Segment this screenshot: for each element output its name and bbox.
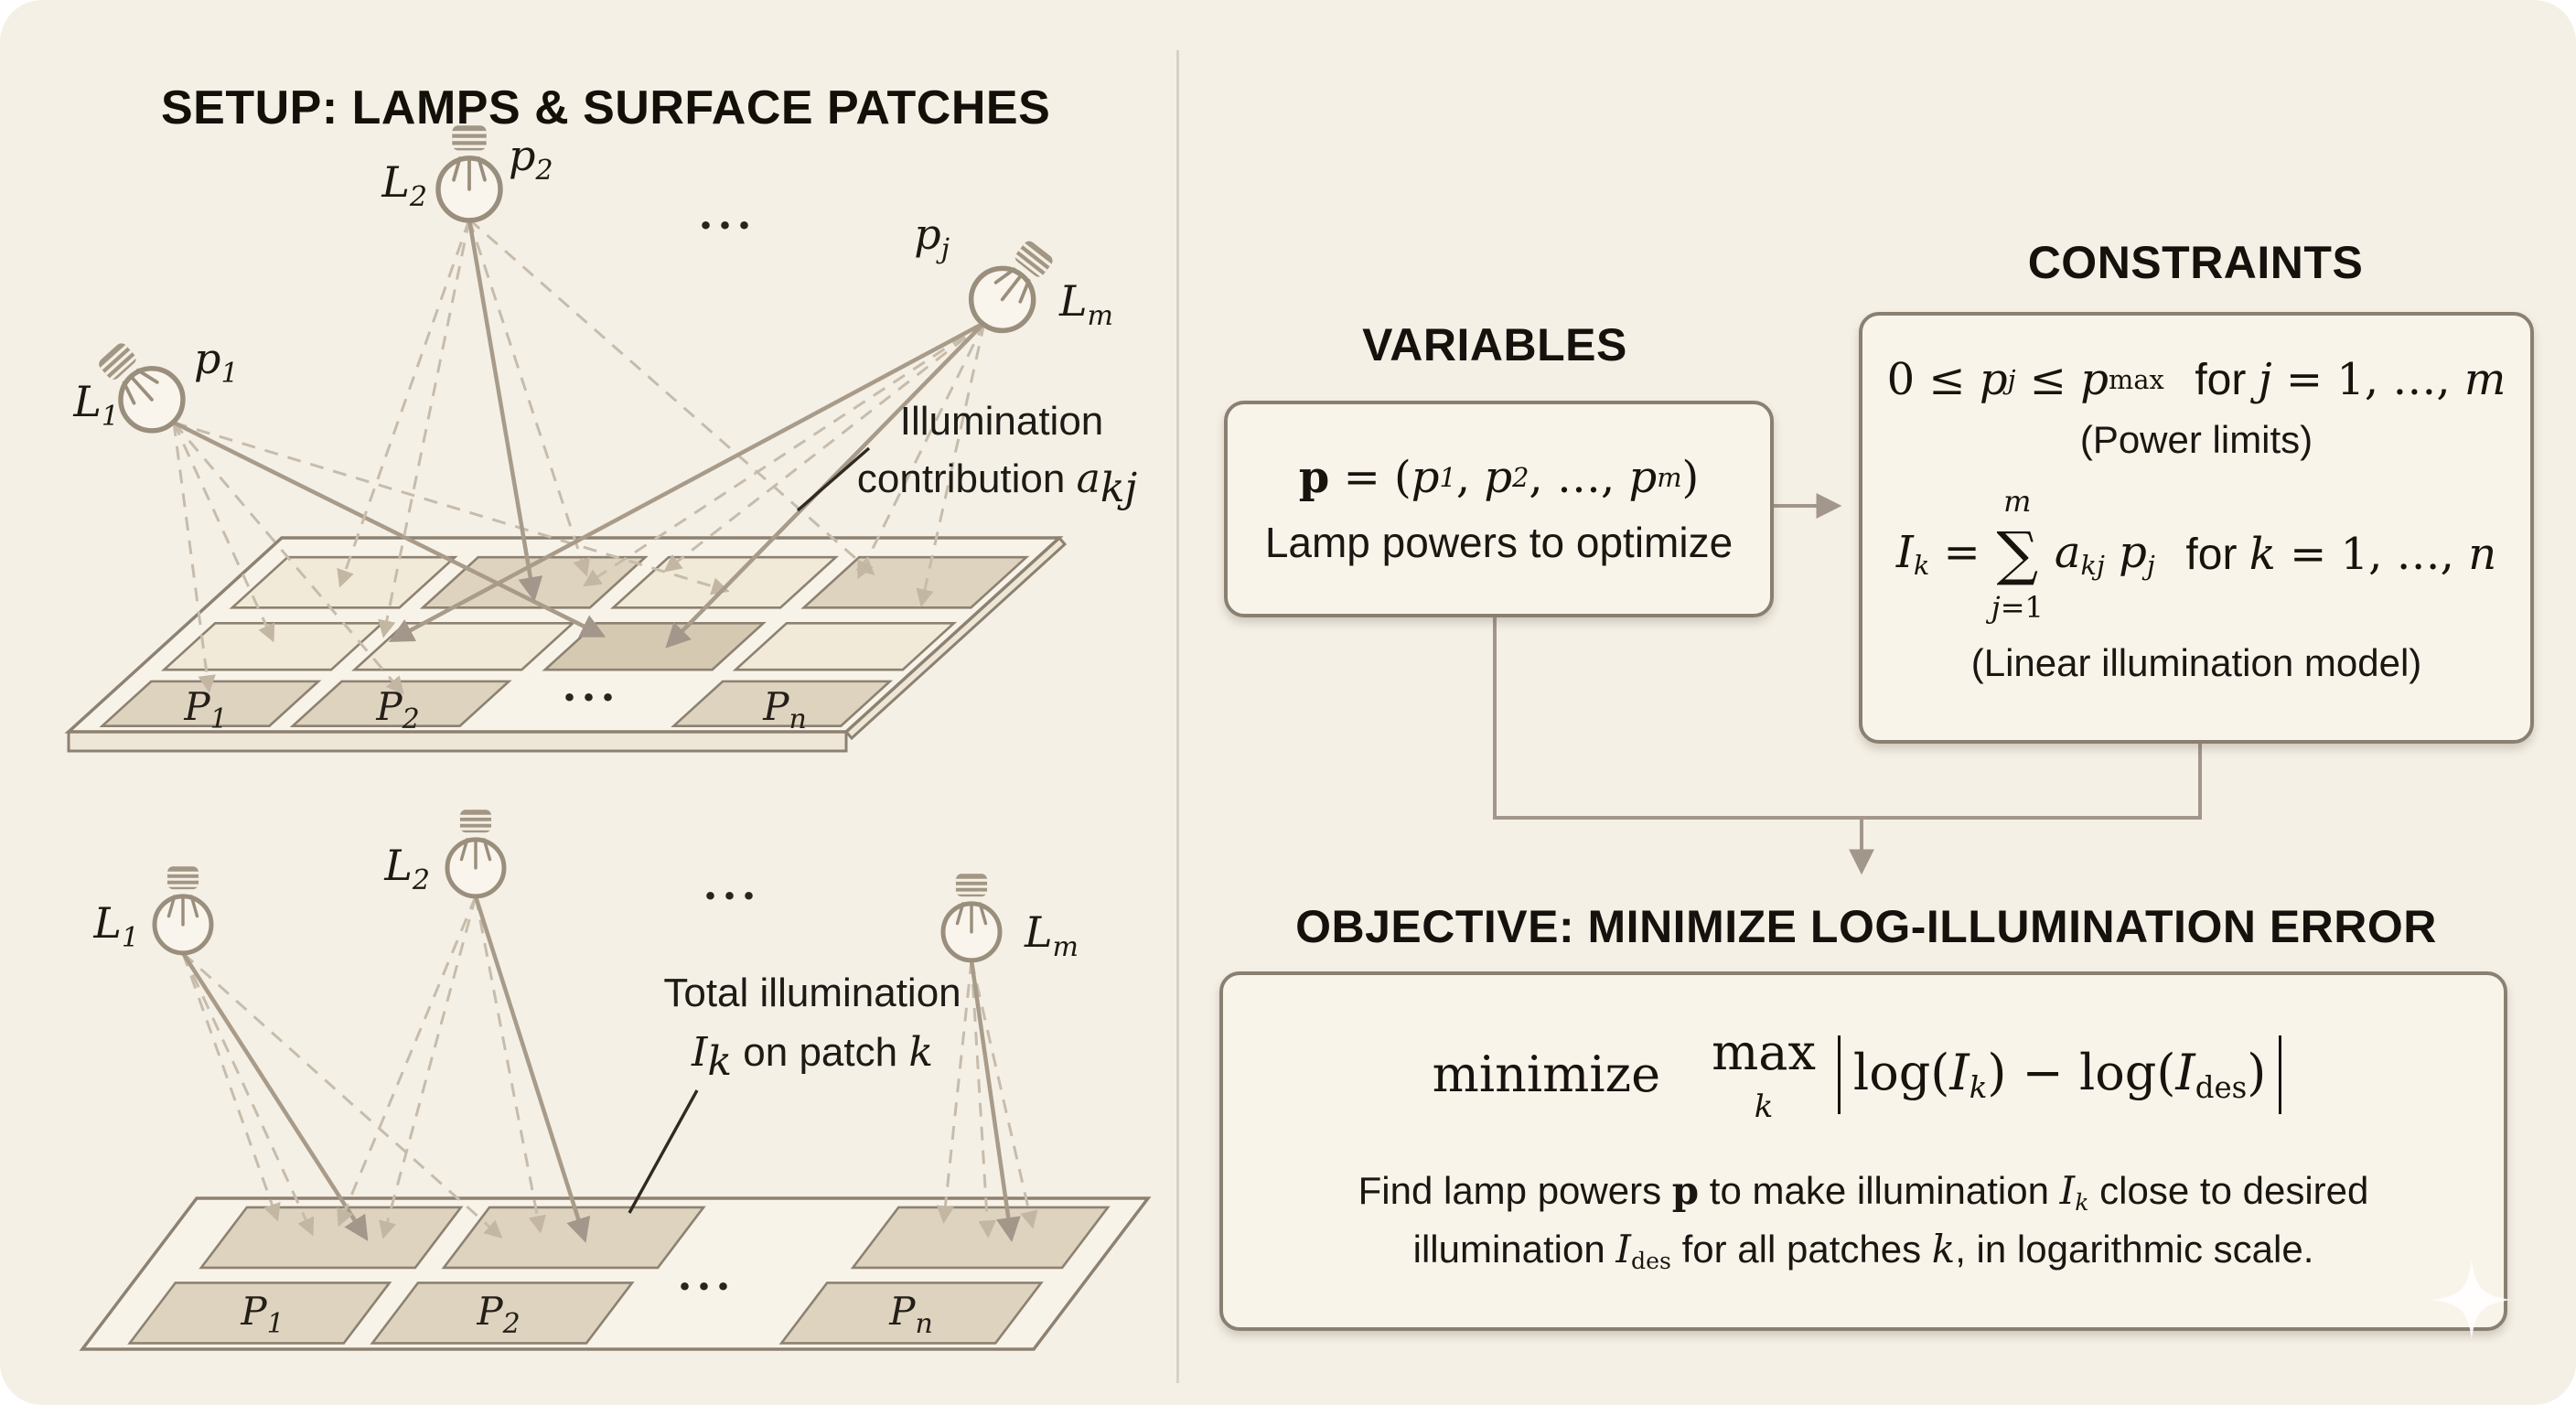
power-label: p2 [509,131,553,187]
minimize-keyword: minimize [1432,1046,1661,1104]
ellipsis: ··· [562,672,619,722]
light-rays [181,896,1038,1243]
surface-plane [82,1198,1148,1349]
sum-symbol: ∑ [1996,520,2039,588]
power-label: pj [914,209,950,265]
equation-lhs: Ik = [1895,527,1980,582]
patch-label: P1 [240,1289,284,1340]
annotation-line2: contribution akj [857,456,1137,511]
patch-label: P1 [183,684,227,735]
ellipsis: ··· [703,871,760,920]
illumination-equation: Ik = m ∑ j=1 akj pj for k = 1, …, n [1896,484,2496,625]
abs-bar [1837,1035,1841,1114]
patch-label: Pn [762,684,807,735]
linear-model-note: (Linear illumination model) [1970,641,2422,684]
max-word: max [1712,1024,1816,1082]
patch-label: Pn [888,1289,933,1340]
lamp-label: Lm [1058,276,1113,332]
patch-label: P2 [375,684,419,735]
annotation-pointer [628,1089,699,1214]
bottom-diagram: L1 L2 Lm ··· Total illumination Ik on pa… [82,810,1148,1349]
constraints-heading: CONSTRAINTS [2027,237,2364,288]
variables-caption: Lamp powers to optimize [1264,518,1733,566]
top-diagram: L1 p1 L2 p2 pj Lm ··· Illumination contr… [69,125,1137,751]
annotation-pointer [796,446,871,512]
annotation-line1: Total illumination [663,971,961,1015]
sum-lower-limit: j=1 [1991,590,2044,625]
lamp-label: L2 [381,157,427,213]
annotation-line2: Ik on patch k [691,1029,933,1085]
lamp-label: Lm [1024,907,1079,963]
max-operator: max k [1712,1024,1816,1125]
ellipsis: ··· [698,200,756,250]
equation-rhs: akj pj [2054,527,2155,582]
merge-connector [1493,610,2202,820]
variables-heading: VARIABLES [1362,319,1627,370]
objective-description: Find lamp powers p to make illumination … [1358,1162,2369,1279]
equation-condition: for k = 1, …, n [2185,529,2497,580]
lamp-label: L1 [72,377,119,433]
annotation-line1: Illumination [900,399,1104,444]
abs-bar [2279,1035,2282,1114]
power-limits-note: (Power limits) [2079,418,2313,461]
setup-title: SETUP: LAMPS & SURFACE PATCHES [161,81,1051,134]
surface-plane [69,538,1065,751]
panel-divider [1176,50,1179,1383]
objective-box: minimize max k log(Ik) − log(Ides) Find … [1219,971,2507,1331]
description-line1: Find lamp powers p to make illumination … [1358,1168,2369,1217]
patch-label: P2 [476,1289,520,1340]
max-index: k [1754,1089,1774,1126]
description-line2: illumination Ides for all patches k, in … [1412,1227,2314,1275]
sparkle-watermark [2431,1260,2512,1340]
lamp-label: L2 [383,841,430,896]
lamp-label: L1 [92,898,139,954]
summation: m ∑ j=1 [1991,484,2044,625]
lamps-diagram: L1 p1 L2 p2 pj Lm ··· Illumination contr… [0,0,1180,1405]
objective-formula: minimize max k log(Ik) − log(Ides) [1433,1024,2295,1125]
power-label: p1 [194,334,239,390]
ellipsis: ··· [677,1261,735,1311]
objective-heading: OBJECTIVE: MINIMIZE LOG-ILLUMINATION ERR… [1295,901,2437,952]
log-error-expression: log(Ik) − log(Ides) [1852,1044,2267,1106]
sum-upper-limit: m [2003,484,2032,519]
